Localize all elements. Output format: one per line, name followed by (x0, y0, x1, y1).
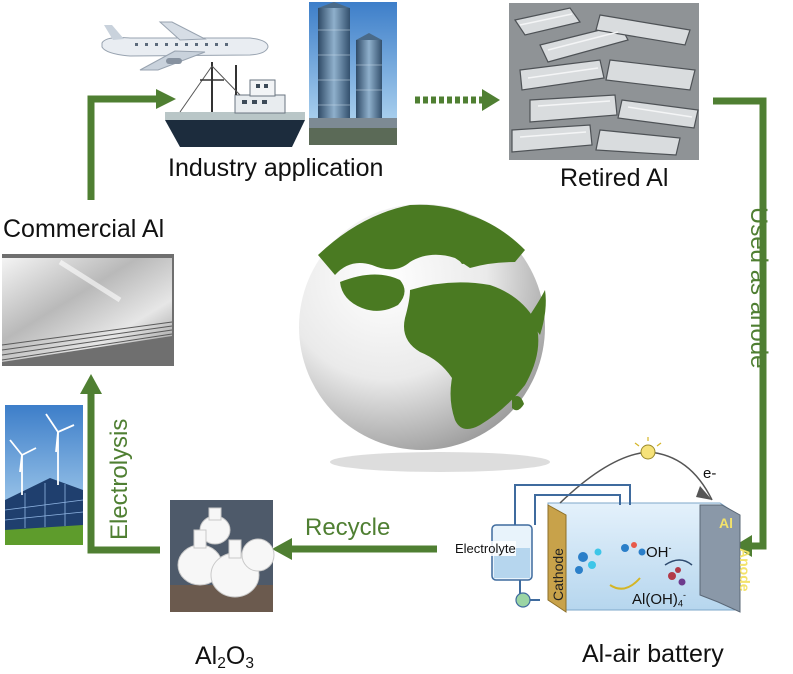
arrowhead-to-battery (734, 535, 752, 557)
skyscraper-icon (309, 2, 397, 145)
cycle-arrows (87, 95, 767, 554)
arrow-heads (80, 89, 752, 560)
arrowhead-to-retired (482, 89, 500, 111)
hydroxide-ion-label: OH- (646, 543, 672, 561)
globe-icon (299, 204, 550, 472)
al-air-battery-schematic (491, 437, 741, 613)
electron-label: e- (703, 465, 717, 482)
arrowhead-to-commercial (80, 374, 102, 394)
anode-al-label: Al (719, 515, 733, 531)
arrow-retired-to-battery (713, 97, 767, 550)
alumina-powder-icon (170, 500, 275, 612)
ship-icon (165, 62, 305, 147)
arrow-commercial-to-industry (87, 95, 158, 200)
used-as-anode-label: Used as anode (745, 207, 772, 369)
anode-label: Anode (737, 548, 753, 592)
aluminate-ion-label: Al(OH)4- (632, 590, 686, 609)
anode-plate (699, 504, 741, 613)
cathode-label: Cathode (550, 548, 566, 601)
al-air-battery-label: Al-air battery (582, 640, 724, 668)
pump (515, 592, 531, 608)
aluminum-sheet-icon (1, 254, 174, 366)
electrolyte-label: Electrolyte (455, 541, 516, 556)
al2o3-label: Al2O3 (195, 642, 254, 672)
arrow-al2o3-to-commercial (87, 392, 160, 554)
cathode-plate (547, 504, 567, 613)
lightbulb-icon (634, 437, 662, 460)
ion-particles (575, 542, 686, 586)
wind-solar-icon (4, 405, 84, 545)
arrowhead-to-industry (156, 89, 176, 109)
arrowhead-to-al2o3 (272, 538, 292, 560)
retired-al-label: Retired Al (560, 164, 669, 192)
commercial-al-label: Commercial Al (3, 215, 165, 243)
electrolysis-label: Electrolysis (106, 418, 133, 540)
scrap-aluminum-icon (509, 3, 699, 160)
recycle-label: Recycle (305, 514, 391, 541)
airplane-icon (101, 21, 269, 71)
industry-application-label: Industry application (168, 154, 384, 182)
